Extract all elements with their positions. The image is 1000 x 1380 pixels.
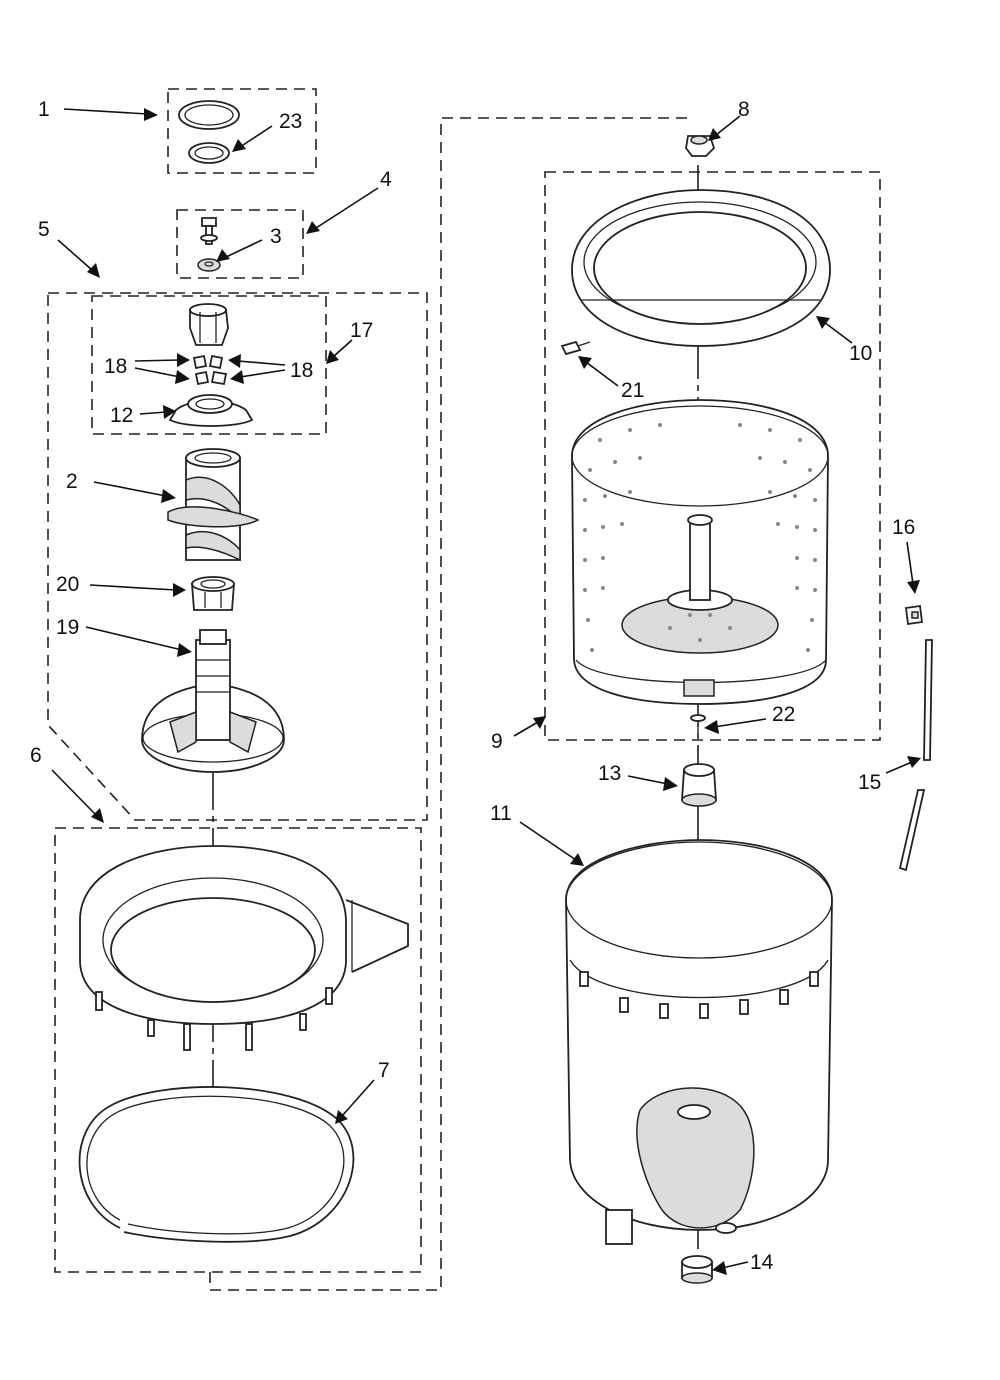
callout-8: 8 bbox=[738, 98, 750, 121]
leader-19 bbox=[85, 626, 183, 651]
part-17-coupling bbox=[189, 303, 229, 346]
leader-14 bbox=[721, 1261, 749, 1269]
callout-17: 17 bbox=[350, 319, 373, 342]
callout-18-right: 18 bbox=[290, 359, 313, 382]
callout-20: 20 bbox=[56, 573, 79, 596]
part-1-seal-ring bbox=[178, 100, 240, 130]
part-15-hose bbox=[898, 639, 933, 872]
leader-18-right-b bbox=[239, 369, 286, 378]
part-19-agitator-base bbox=[141, 629, 285, 773]
callout-13: 13 bbox=[598, 762, 621, 785]
part-10-balance-ring bbox=[571, 189, 831, 347]
leader-18-left-a bbox=[134, 359, 181, 362]
basket-perforation-pattern bbox=[583, 423, 817, 652]
part-9-basket bbox=[571, 399, 829, 705]
part-18-dogs bbox=[192, 354, 228, 386]
group-box-17 bbox=[91, 295, 327, 435]
part-16-clip bbox=[904, 604, 924, 626]
callout-9: 9 bbox=[491, 730, 503, 753]
callout-16: 16 bbox=[892, 516, 915, 539]
leader-6 bbox=[51, 769, 97, 816]
leader-9 bbox=[513, 721, 539, 737]
leader-7 bbox=[341, 1079, 375, 1117]
callout-21: 21 bbox=[621, 379, 644, 402]
leader-12 bbox=[139, 411, 167, 415]
leader-1 bbox=[63, 108, 149, 115]
part-21-screw bbox=[560, 340, 591, 356]
leader-18-right-a bbox=[237, 360, 286, 366]
leader-15 bbox=[885, 761, 913, 774]
leader-10 bbox=[823, 321, 853, 344]
leader-4 bbox=[315, 187, 379, 229]
callout-12: 12 bbox=[110, 404, 133, 427]
callout-4: 4 bbox=[380, 168, 392, 191]
leader-13 bbox=[627, 775, 669, 785]
callout-22: 22 bbox=[772, 703, 795, 726]
part-11-outer-tub bbox=[565, 839, 833, 1245]
group-box-9 bbox=[544, 171, 881, 741]
callout-7: 7 bbox=[378, 1059, 390, 1082]
group-box-5 bbox=[47, 292, 428, 821]
leader-16 bbox=[906, 541, 914, 585]
callout-15: 15 bbox=[858, 771, 881, 794]
callout-2: 2 bbox=[66, 470, 78, 493]
group-box-1-23 bbox=[167, 88, 317, 174]
group-box-connector bbox=[209, 117, 690, 1291]
leader-22 bbox=[713, 718, 767, 728]
group-box-4 bbox=[176, 209, 304, 279]
part-23-o-ring bbox=[188, 142, 230, 164]
leader-5 bbox=[57, 239, 93, 271]
callout-18-left: 18 bbox=[104, 355, 127, 378]
callout-3: 3 bbox=[270, 225, 282, 248]
part-6-tub-ring bbox=[79, 845, 409, 1051]
part-8-nut bbox=[685, 135, 716, 157]
callout-5: 5 bbox=[38, 218, 50, 241]
part-12-cam bbox=[168, 394, 254, 427]
leader-20 bbox=[89, 584, 177, 591]
callout-10: 10 bbox=[849, 342, 872, 365]
part-3-bolt-washer bbox=[197, 217, 221, 272]
leader-21 bbox=[585, 361, 619, 387]
part-22-screw bbox=[690, 714, 706, 734]
leader-11 bbox=[519, 821, 577, 861]
part-20-drive-ring bbox=[191, 576, 235, 611]
callout-14: 14 bbox=[750, 1251, 774, 1274]
part-7-snap-ring bbox=[78, 1086, 355, 1243]
callout-6: 6 bbox=[30, 744, 42, 767]
group-box-6 bbox=[54, 827, 422, 1273]
leader-2 bbox=[93, 481, 167, 497]
callout-23: 23 bbox=[279, 110, 302, 133]
leader-17 bbox=[333, 339, 353, 357]
leader-18-left-b bbox=[134, 367, 181, 378]
leader-3 bbox=[225, 239, 263, 258]
part-2-auger bbox=[167, 448, 260, 562]
leader-8 bbox=[715, 115, 741, 136]
callout-1: 1 bbox=[38, 98, 50, 121]
leader-23 bbox=[239, 125, 273, 148]
part-14-plug bbox=[681, 1255, 713, 1284]
callout-19: 19 bbox=[56, 616, 79, 639]
callout-11: 11 bbox=[490, 802, 512, 825]
part-13-bushing bbox=[681, 763, 717, 807]
